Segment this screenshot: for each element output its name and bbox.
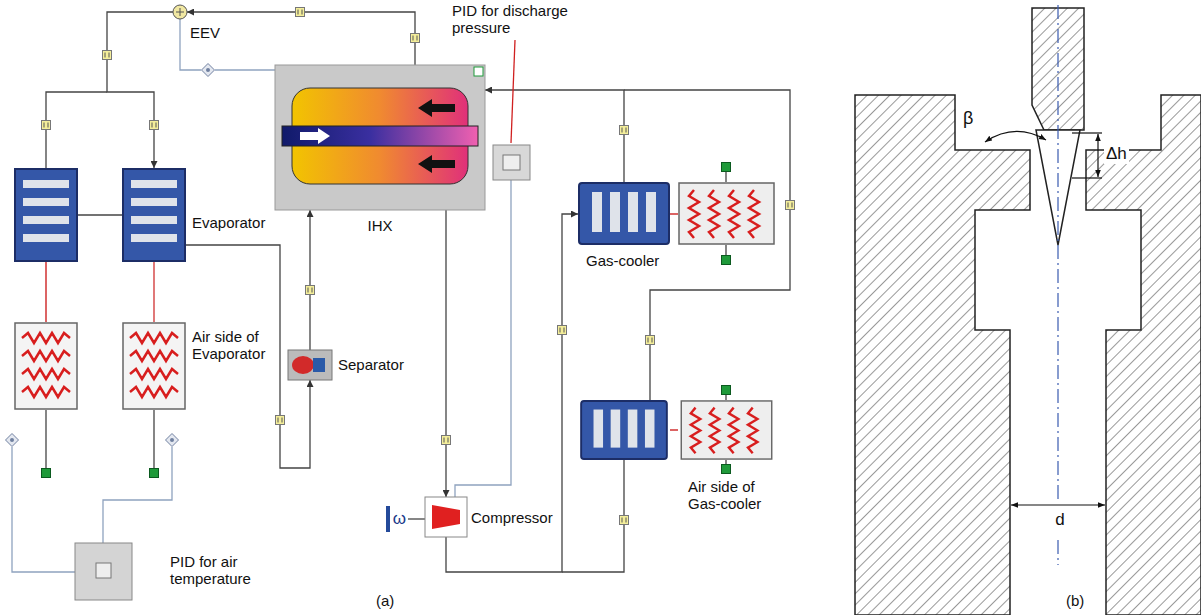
component-label: EEV <box>190 24 220 41</box>
air-side-icon <box>681 401 771 459</box>
ihx-icon <box>275 65 485 210</box>
component-label: PID for air temperature <box>170 553 265 587</box>
evaporator-icon <box>123 169 185 261</box>
gas-cooler-icon <box>579 183 669 244</box>
valve-icon <box>173 5 187 19</box>
pid-box <box>75 543 132 600</box>
component-label: Air side of Evaporator <box>192 328 276 362</box>
separator-icon <box>288 350 332 380</box>
component-label: IHX <box>275 217 485 234</box>
panel-label: (a) <box>376 592 394 609</box>
pipe-connector <box>187 12 415 65</box>
air-side-node: Air side of Evaporator <box>122 322 186 410</box>
component-label: ω <box>391 509 408 529</box>
component-label: Evaporator <box>192 214 265 231</box>
pipe-connector <box>485 90 624 182</box>
component-label: Separator <box>338 356 404 373</box>
pipe-connector <box>107 12 173 168</box>
pipe-elements <box>42 8 795 525</box>
pipe-connector <box>309 210 310 350</box>
gas-cooler-icon <box>581 401 667 459</box>
pipe-connector <box>408 518 425 519</box>
pid-controller-node: PID for air temperature <box>75 543 132 600</box>
callout-label: PID for discharge pressure <box>452 2 577 36</box>
dimension-label: Δh <box>1104 144 1129 164</box>
separator-node: Separator <box>288 350 332 380</box>
evaporator-node: Evaporator <box>122 168 186 262</box>
sensor-diamonds <box>6 64 215 447</box>
evaporator-icon <box>15 169 77 261</box>
pipe-connector <box>445 210 446 497</box>
panel-label: (b) <box>1066 592 1084 609</box>
valve-node: EEV <box>173 5 187 19</box>
signal-lines <box>12 19 511 572</box>
ihx-node: IHX <box>275 65 485 210</box>
air-side-icon <box>679 183 774 244</box>
speed-bar <box>386 506 390 532</box>
gas-cooler-node: Gas-cooler <box>578 182 670 245</box>
pipe-connector <box>153 262 154 322</box>
port-markers <box>42 163 731 478</box>
leader-line <box>511 40 515 143</box>
valve-section <box>855 5 1201 615</box>
component-label: Gas-cooler <box>586 252 659 269</box>
compressor-node: Compressor <box>425 497 467 537</box>
angle-label: β <box>963 108 973 129</box>
air-side-icon <box>123 323 185 409</box>
dimension-label: d <box>1046 510 1074 530</box>
air-side-icon <box>15 323 77 409</box>
air-side-node: Air side of Gas-cooler <box>678 400 775 460</box>
component-label: Compressor <box>471 509 553 526</box>
speed-input-node: ω <box>386 506 408 532</box>
pid-box <box>493 145 530 180</box>
component-label: Air side of Gas-cooler <box>688 478 780 512</box>
compressor-icon <box>425 497 467 537</box>
